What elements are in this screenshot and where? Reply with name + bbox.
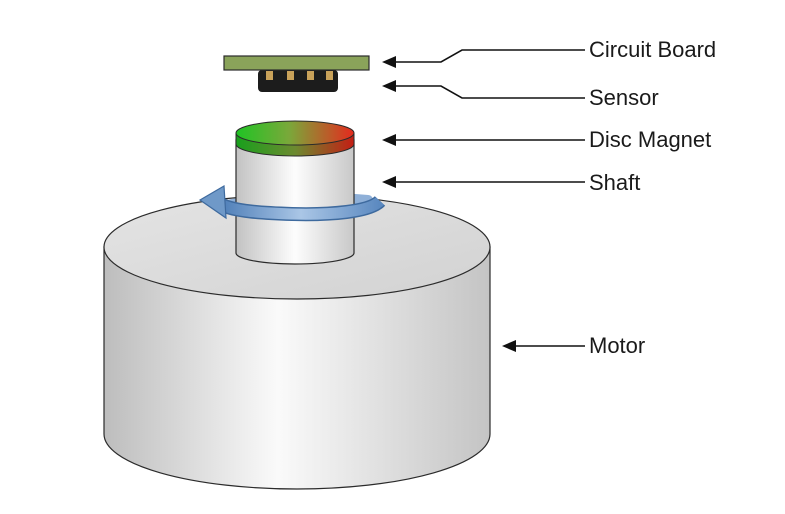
circuit-board	[223, 55, 370, 71]
label-circuit-board: Circuit Board	[589, 37, 716, 62]
label-sensor: Sensor	[589, 85, 659, 110]
rotation-arrow-icon	[198, 184, 386, 222]
arrowhead-icon	[502, 340, 516, 352]
label-motor: Motor	[589, 333, 645, 358]
circuit-board-leader	[393, 49, 585, 63]
arrowhead-icon	[382, 80, 396, 92]
sensor-chip	[258, 70, 338, 92]
label-disc-magnet: Disc Magnet	[589, 127, 711, 152]
leader-lines	[393, 49, 585, 347]
leader-arrowheads	[382, 56, 516, 352]
sensor-leader	[393, 85, 585, 99]
arrowhead-icon	[382, 56, 396, 68]
arrowhead-icon	[382, 134, 396, 146]
disc-magnet	[235, 120, 355, 157]
label-shaft: Shaft	[589, 170, 640, 195]
shaft	[235, 139, 355, 265]
arrowhead-icon	[382, 176, 396, 188]
